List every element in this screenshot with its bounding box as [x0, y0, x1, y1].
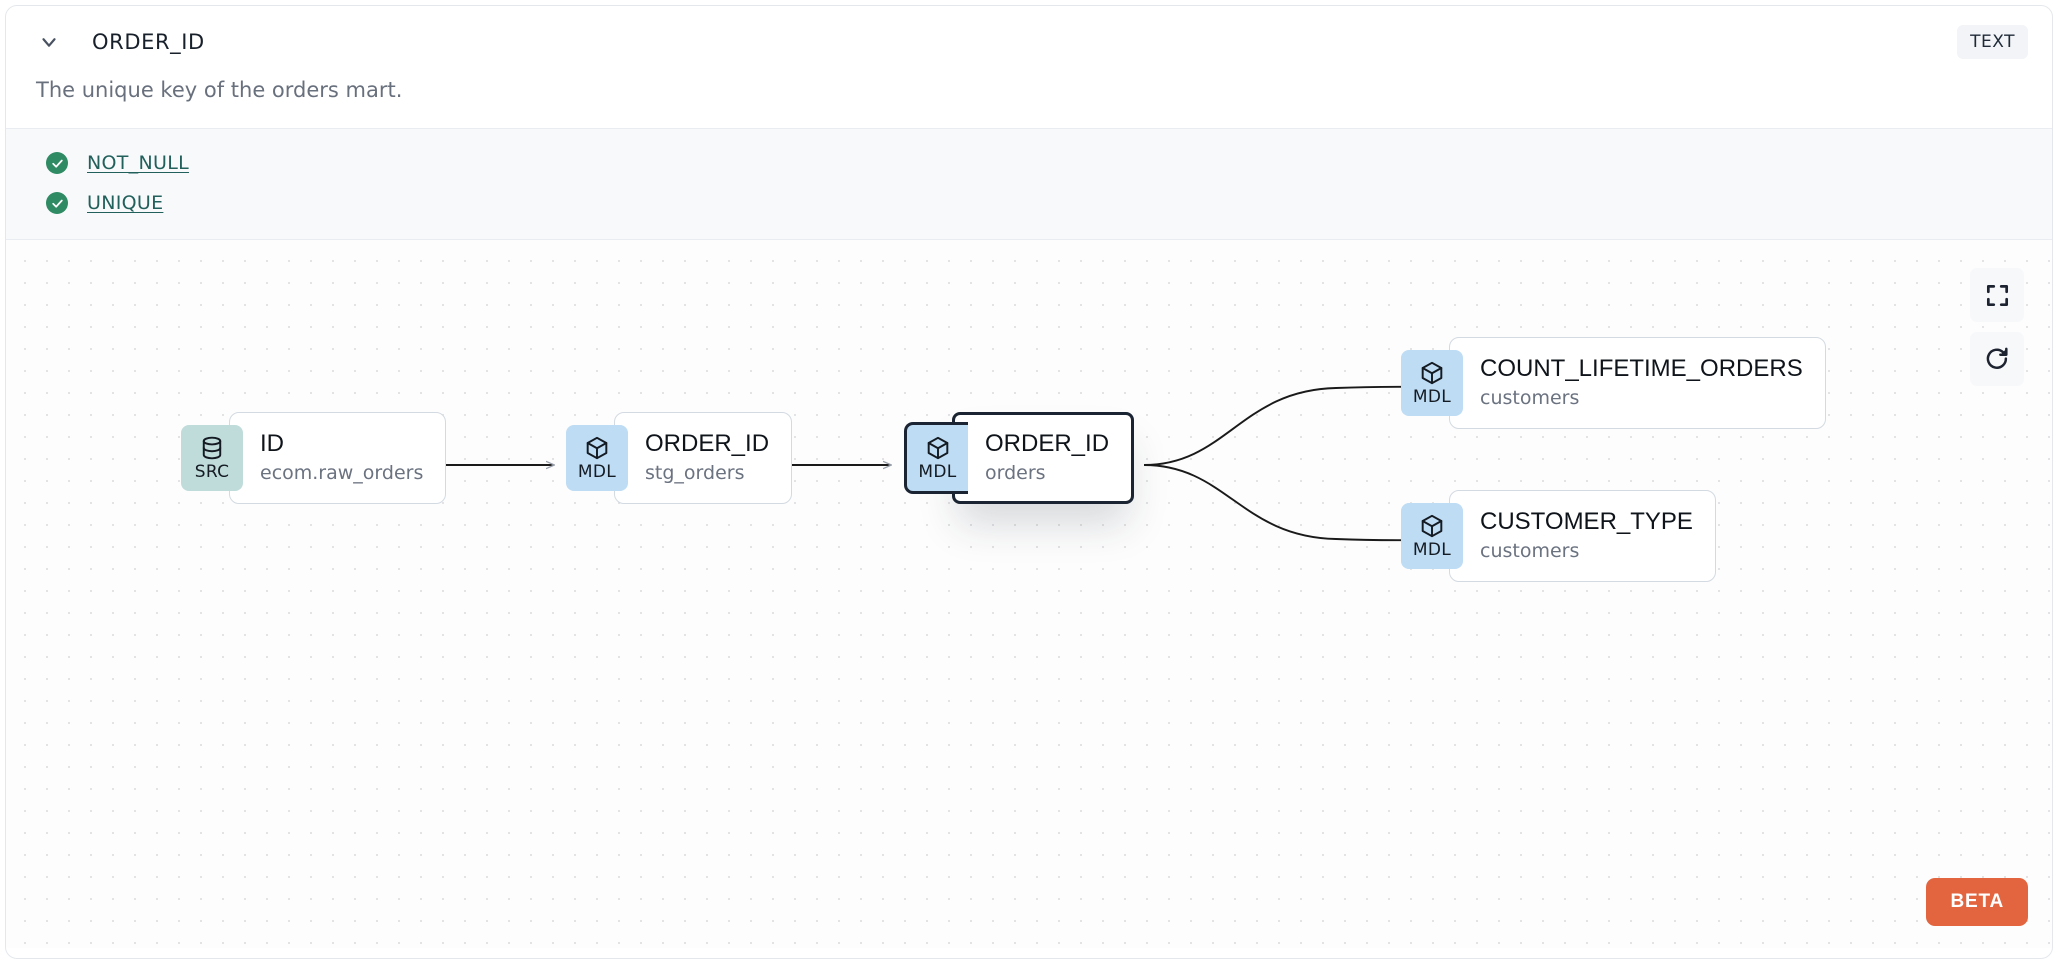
node-badge-label: MDL — [1412, 539, 1452, 560]
node-badge-mdl: MDL — [566, 425, 628, 491]
test-link-unique[interactable]: UNIQUE — [87, 192, 164, 214]
lineage-node-orders-order-id[interactable]: MDL ORDER_ID orders — [904, 412, 1135, 504]
column-description: The unique key of the orders mart. — [36, 78, 403, 102]
node-name: ID — [260, 429, 284, 457]
node-name: CUSTOMER_TYPE — [1480, 507, 1693, 535]
node-model: customers — [1480, 540, 1580, 563]
canvas-controls — [1970, 268, 2024, 386]
node-model: customers — [1480, 387, 1580, 410]
fit-view-button[interactable] — [1970, 268, 2024, 322]
column-detail-card: ORDER_ID TEXT The unique key of the orde… — [5, 5, 2053, 959]
data-type-badge: TEXT — [1957, 25, 2028, 59]
refresh-button[interactable] — [1970, 332, 2024, 386]
node-name: ORDER_ID — [645, 429, 770, 457]
node-model: stg_orders — [645, 462, 745, 485]
lineage-node-customer-type[interactable]: MDL CUSTOMER_TYPE customers — [1401, 490, 1716, 582]
lineage-node-count-lifetime-orders[interactable]: MDL COUNT_LIFETIME_ORDERS customers — [1401, 337, 1826, 429]
node-badge-label: MDL — [577, 461, 617, 482]
card-header: ORDER_ID TEXT — [6, 6, 2052, 78]
node-body: CUSTOMER_TYPE customers — [1449, 490, 1716, 582]
test-link-not-null[interactable]: NOT_NULL — [87, 152, 189, 174]
node-name: COUNT_LIFETIME_ORDERS — [1480, 354, 1803, 382]
lineage-node-src-id[interactable]: SRC ID ecom.raw_orders — [181, 412, 447, 504]
node-badge-label: MDL — [918, 461, 957, 482]
node-badge-mdl: MDL — [1401, 350, 1463, 416]
node-body: ID ecom.raw_orders — [229, 412, 447, 504]
node-body: COUNT_LIFETIME_ORDERS customers — [1449, 337, 1826, 429]
beta-badge[interactable]: BETA — [1926, 878, 2028, 926]
test-row: UNIQUE — [6, 183, 2052, 223]
node-badge-mdl: MDL — [1401, 503, 1463, 569]
page-title: ORDER_ID — [92, 30, 205, 54]
node-model: ecom.raw_orders — [260, 462, 424, 485]
check-circle-icon — [46, 192, 68, 214]
node-name: ORDER_ID — [985, 429, 1110, 457]
lineage-canvas[interactable]: SRC ID ecom.raw_orders MDL ORDER_ID stg_… — [6, 240, 2052, 948]
node-badge-src: SRC — [181, 425, 243, 491]
test-row: NOT_NULL — [6, 143, 2052, 183]
chevron-down-icon[interactable] — [36, 29, 62, 55]
node-badge-mdl: MDL — [904, 422, 968, 494]
tests-section: NOT_NULL UNIQUE — [6, 128, 2052, 240]
lineage-node-stg-order-id[interactable]: MDL ORDER_ID stg_orders — [566, 412, 793, 504]
node-body: ORDER_ID orders — [952, 412, 1135, 504]
node-badge-label: SRC — [194, 461, 230, 482]
node-model: orders — [985, 462, 1046, 485]
node-badge-label: MDL — [1412, 386, 1452, 407]
node-body: ORDER_ID stg_orders — [614, 412, 793, 504]
check-circle-icon — [46, 152, 68, 174]
